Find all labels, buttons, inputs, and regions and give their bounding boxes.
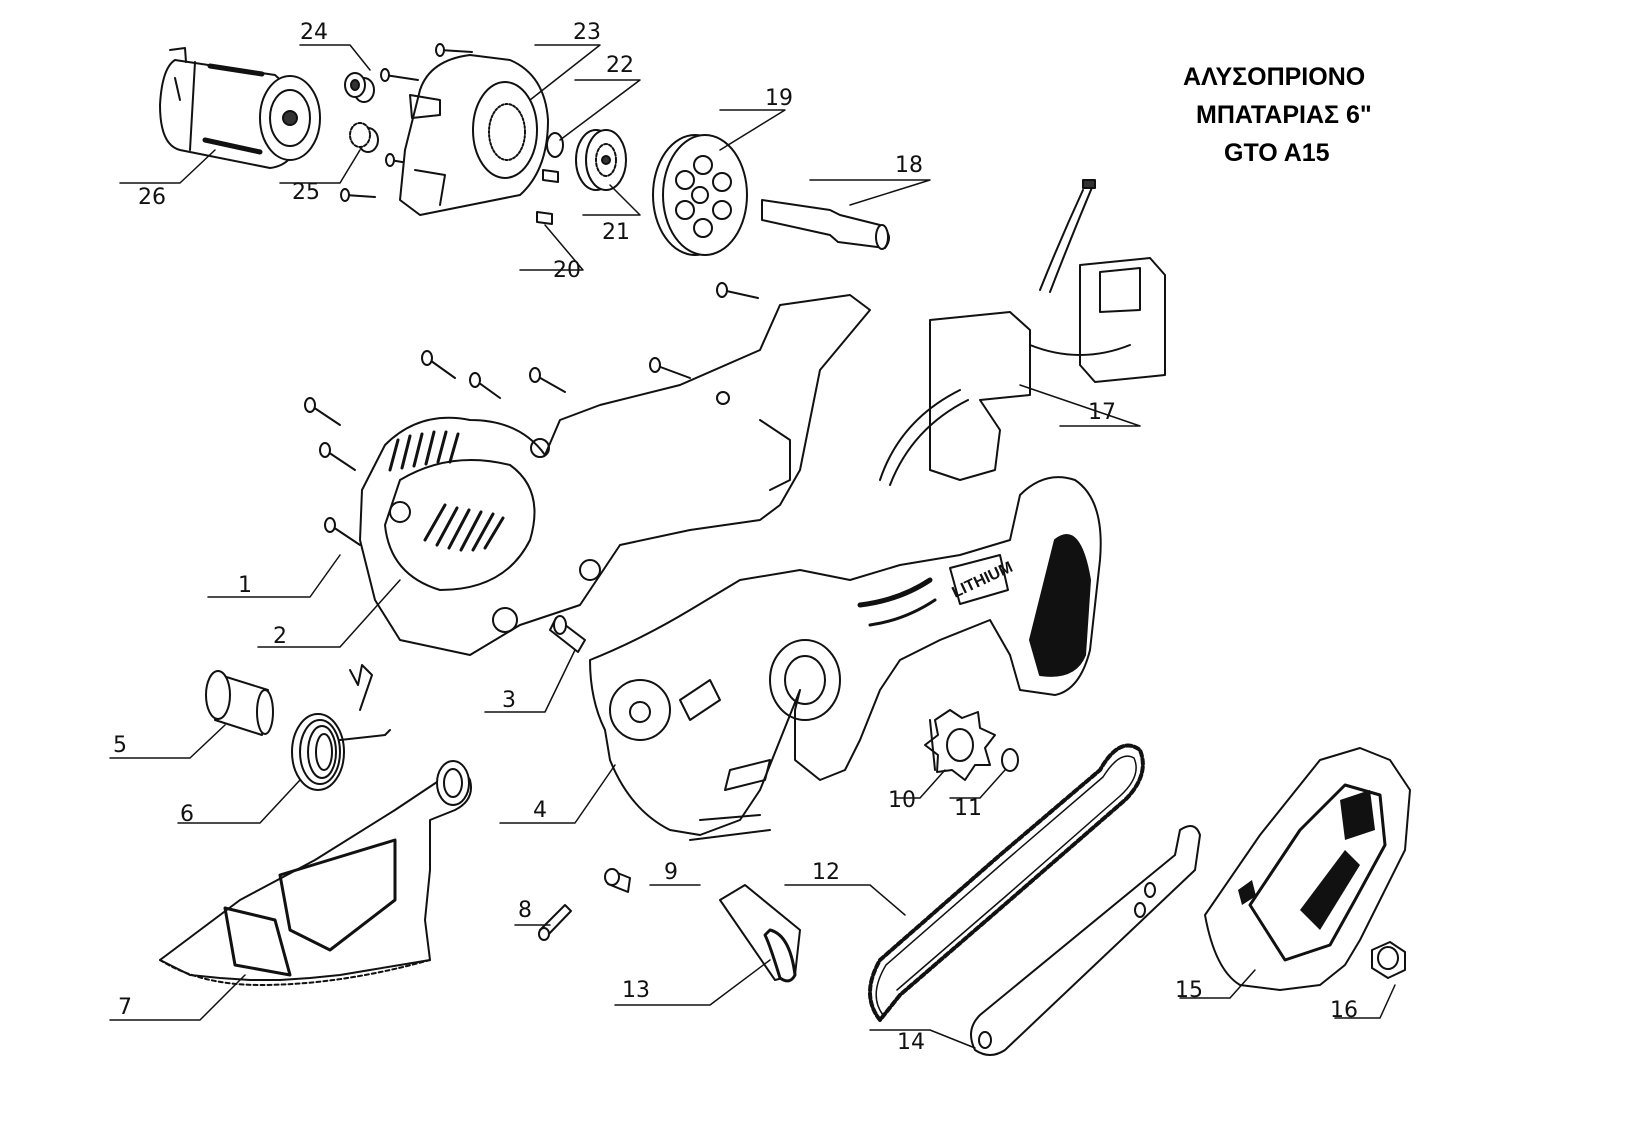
title-line-2: ΜΠΑΤΑΡΙΑΣ 6": [1196, 101, 1372, 129]
bushing-part: [344, 72, 375, 103]
callout-21: 21: [602, 220, 630, 245]
callout-20: 20: [553, 258, 581, 283]
bar-nut-part: [1371, 941, 1406, 979]
switch-assembly-part: [879, 179, 1166, 486]
callout-8: 8: [518, 898, 532, 923]
main-body-part: LITHIUM: [589, 476, 1102, 841]
callout-5: 5: [113, 733, 127, 758]
callout-13: 13: [622, 978, 650, 1003]
callout-15: 15: [1175, 978, 1203, 1003]
callout-6: 6: [180, 802, 194, 827]
callout-25: 25: [292, 180, 320, 205]
callout-3: 3: [502, 688, 516, 713]
callout-14: 14: [897, 1030, 925, 1055]
tension-bolt-part: [549, 615, 586, 653]
sprocket-cover-part: [1204, 747, 1411, 991]
sleeve-part: [205, 670, 274, 736]
title-line-3: GTO A15: [1224, 139, 1330, 167]
bearing-part: [575, 129, 627, 191]
pinion-gear-part: [349, 122, 379, 153]
callout-16: 16: [1330, 998, 1358, 1023]
leader-lines: [109, 44, 1396, 1049]
gear-housing-part: [399, 54, 549, 216]
callout-7: 7: [118, 995, 132, 1020]
callout-12: 12: [812, 860, 840, 885]
callout-4: 4: [533, 798, 547, 823]
callout-11: 11: [954, 796, 982, 821]
chain-tensioner-part: [719, 884, 801, 983]
callout-9: 9: [664, 860, 678, 885]
callout-23: 23: [573, 20, 601, 45]
callout-22: 22: [606, 53, 634, 78]
left-housing-half-part: [359, 294, 871, 656]
shaft-part: [761, 199, 890, 250]
washer-part: [1001, 748, 1019, 772]
guide-pin-part: [538, 904, 572, 941]
saw-chain-part: [868, 743, 1145, 1022]
callout-18: 18: [895, 153, 923, 178]
lower-guard-part: [159, 760, 472, 986]
small-nut-part: [604, 868, 631, 893]
guide-bar-part: [970, 825, 1201, 1056]
spring-part: [291, 664, 391, 791]
callout-1: 1: [238, 573, 252, 598]
title-line-1: ΑΛΥΣΟΠΡΙΟΝΟ: [1183, 63, 1366, 91]
callout-26: 26: [138, 185, 166, 210]
callout-10: 10: [888, 788, 916, 813]
callout-24: 24: [300, 20, 328, 45]
cover-screws: [304, 282, 759, 546]
motor-part: [159, 47, 321, 169]
callout-2: 2: [273, 624, 287, 649]
o-ring-part: [546, 132, 564, 158]
pin-part: [536, 169, 559, 225]
callout-19: 19: [765, 86, 793, 111]
gear-wheel-part: [652, 134, 748, 256]
sprocket-part: [924, 709, 996, 781]
callout-17: 17: [1088, 400, 1116, 425]
